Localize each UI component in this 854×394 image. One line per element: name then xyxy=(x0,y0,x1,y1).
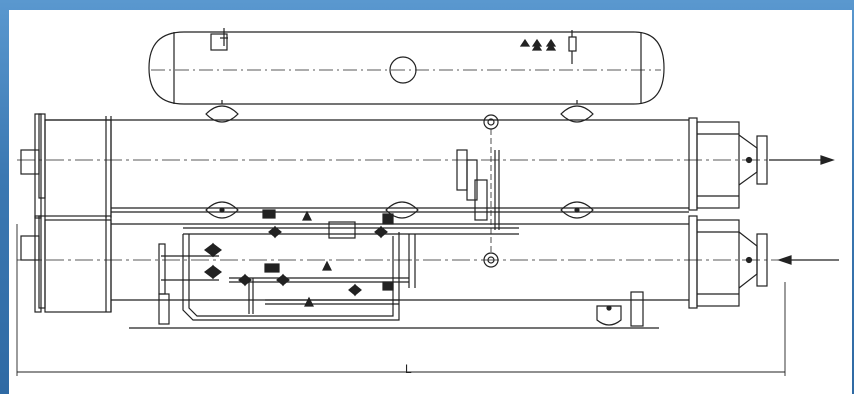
piping xyxy=(158,221,519,321)
receiver-tank xyxy=(148,28,665,105)
condenser-shell xyxy=(17,113,809,219)
gauge-column xyxy=(456,114,500,268)
dimension-label-l: L xyxy=(405,362,412,376)
feet xyxy=(129,291,659,329)
evaporator-shell xyxy=(17,215,809,313)
valves xyxy=(204,209,394,307)
tank-saddles xyxy=(205,100,594,123)
dimension-line xyxy=(16,224,786,376)
technical-drawing: L xyxy=(9,10,852,394)
sight-glass-icon xyxy=(389,56,417,84)
flow-arrows xyxy=(769,155,839,265)
shell-saddles xyxy=(111,201,689,219)
chiller-schematic xyxy=(16,28,839,376)
